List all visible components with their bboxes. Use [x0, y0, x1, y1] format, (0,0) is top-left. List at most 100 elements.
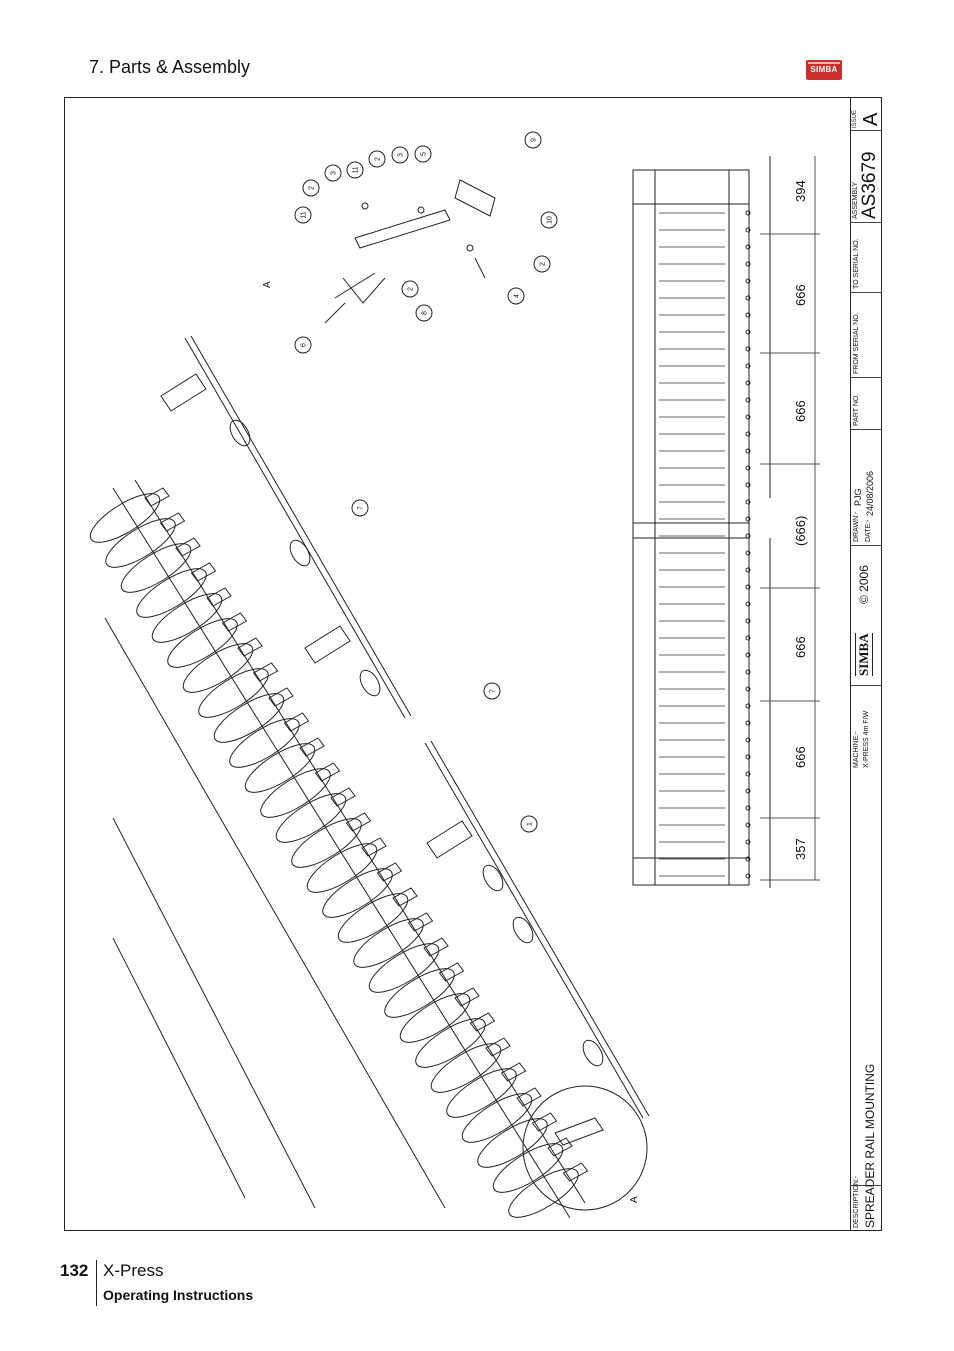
part-balloon-number: 7: [490, 689, 497, 693]
roller-disc: [477, 1118, 548, 1168]
copyright: © 2006: [857, 565, 871, 604]
plan-bolt: [745, 227, 751, 233]
part-balloon-number: 2: [309, 186, 316, 190]
plan-bolt: [745, 873, 751, 879]
roller-disc: [291, 818, 362, 868]
plan-bolt: [745, 669, 751, 675]
roller-tine: [516, 1087, 542, 1107]
footer-subtitle: Operating Instructions: [103, 1287, 254, 1303]
roller-disc: [105, 518, 176, 568]
plan-bolt: [745, 295, 751, 301]
part-balloon: [401, 280, 419, 298]
from-serial-label: FROM SERIAL NO.: [853, 312, 860, 374]
part-balloon: [368, 150, 386, 168]
plan-bolt: [745, 244, 751, 250]
part-balloon: [533, 255, 551, 273]
roller-disc: [446, 1068, 517, 1118]
part-balloon: [540, 211, 558, 229]
roller-tine: [190, 562, 217, 582]
assembly-value: AS3679: [859, 151, 880, 219]
assembly-label: ASSEMBLY: [852, 181, 859, 219]
part-balloon-number: 4: [514, 294, 521, 298]
roller-disc: [136, 568, 207, 618]
roller-disc: [260, 768, 331, 818]
part-balloon-number: 2: [540, 262, 547, 266]
part-balloon-number: 2: [375, 157, 382, 161]
roller-tine: [237, 637, 263, 657]
plan-bolt: [745, 482, 751, 488]
part-balloon-number: 3: [398, 153, 405, 157]
exploded-detail-a: [324, 179, 496, 324]
view-label-a-bottom: A: [629, 1196, 640, 1203]
dimension-label: 666: [793, 400, 808, 422]
part-balloon: [524, 131, 542, 149]
roller-disc: [229, 718, 300, 768]
spreader-rail-lower: [424, 740, 650, 1119]
roller-tine: [454, 987, 480, 1007]
roller-disc: [198, 668, 269, 718]
part-balloon-number: 11: [353, 166, 360, 173]
description-label: DESCRIPTION:-: [853, 1175, 860, 1228]
assembly-cell: ASSEMBLY AS3679: [851, 131, 882, 223]
machine-label: MACHINE:-: [853, 731, 860, 768]
plan-bolt: [745, 703, 751, 709]
part-balloon: [520, 815, 538, 833]
roller-tine: [330, 787, 356, 807]
roller-tine: [423, 937, 449, 957]
disc-roller-assembly: [89, 479, 589, 1219]
plan-bolt: [745, 754, 751, 760]
drawn-value: PJG: [853, 488, 863, 506]
to-serial-cell: TO SERIAL NO.: [851, 223, 882, 293]
plan-bolt: [745, 567, 751, 573]
dimension-label: 666: [793, 746, 808, 768]
plan-bolt: [745, 635, 751, 641]
roller-disc: [415, 1018, 486, 1068]
brand-cell: © 2006 SIMBA: [851, 546, 882, 686]
detail-circle-a: [522, 1085, 648, 1211]
part-balloon: [324, 164, 342, 182]
to-serial-label: TO SERIAL NO.: [853, 238, 860, 289]
roller-tine: [159, 512, 186, 532]
part-balloon: [507, 287, 525, 305]
roller-tine: [299, 737, 325, 757]
roller-tine: [438, 962, 465, 982]
roller-disc: [120, 543, 192, 593]
roller-disc: [89, 493, 161, 543]
plan-bolt: [745, 550, 751, 556]
dimension-label: 394: [793, 180, 808, 202]
part-balloon-number: 2: [408, 287, 415, 291]
roller-disc: [322, 868, 393, 918]
part-no-label: PART NO.: [853, 393, 860, 426]
part-balloon: [346, 161, 364, 179]
roller-disc: [384, 968, 455, 1018]
plan-bolt: [745, 652, 751, 658]
roller-tine: [175, 537, 201, 557]
part-balloon-number: 7: [358, 506, 365, 510]
plan-bolt: [745, 516, 751, 522]
roller-tine: [361, 837, 387, 857]
roller-disc: [353, 918, 424, 968]
issue-cell: ISSUE A: [851, 98, 882, 131]
roller-disc: [167, 618, 238, 668]
drawn-cell: DRAWN:- PJG DATE:- 24/08/2006: [851, 430, 882, 546]
roller-disc: [368, 943, 440, 993]
roller-tine: [485, 1037, 511, 1057]
dimension-label: (666): [793, 516, 808, 546]
roller-disc: [182, 643, 254, 693]
roller-tine: [345, 812, 372, 832]
part-balloon-number: 5: [421, 152, 428, 156]
roller-tine: [392, 887, 418, 907]
date-label: DATE:-: [865, 519, 872, 542]
plan-bolt: [745, 363, 751, 369]
plan-bolt: [745, 448, 751, 454]
roller-tine: [252, 662, 279, 682]
issue-label: ISSUE: [852, 109, 858, 128]
roller-disc: [399, 993, 471, 1043]
part-balloon: [391, 146, 409, 164]
plan-bolt: [745, 312, 751, 318]
part-balloon: [351, 499, 369, 517]
plan-bolt: [745, 720, 751, 726]
roller-disc: [306, 843, 378, 893]
simba-logo: SIMBA: [806, 60, 842, 80]
